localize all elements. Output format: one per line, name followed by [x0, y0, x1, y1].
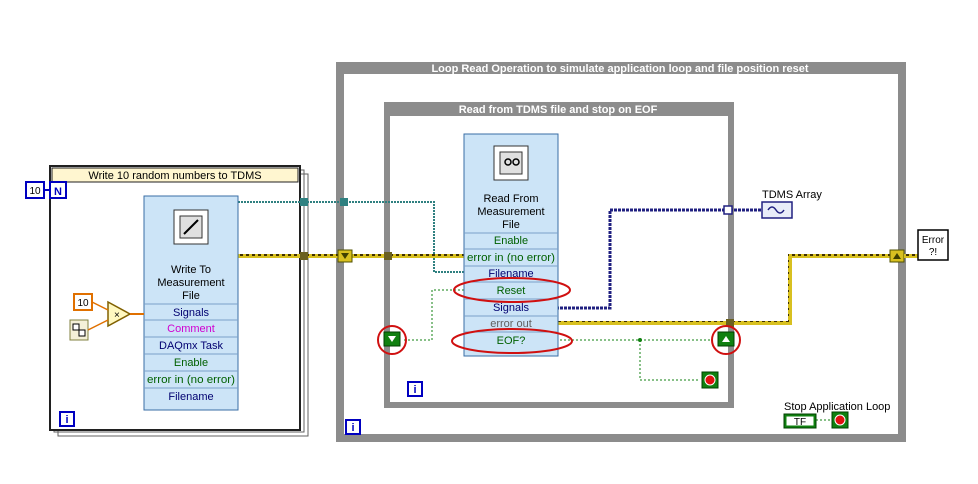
read-terminal-signals[interactable]: Signals — [493, 302, 530, 314]
write-terminal-daqmx[interactable]: DAQmx Task — [159, 340, 223, 352]
read-terminal-eof[interactable]: EOF? — [497, 335, 526, 347]
write-terminal-comment[interactable]: Comment — [167, 323, 215, 335]
loop-count-terminal[interactable]: 10 N — [25, 181, 67, 199]
random-number-icon[interactable] — [69, 319, 89, 341]
n-terminal-label: N — [54, 186, 62, 198]
eof-wire[interactable] — [556, 339, 700, 381]
read-terminal-reset[interactable]: Reset — [497, 285, 526, 297]
tdms-array-label: TDMS Array — [762, 189, 822, 201]
filename-tunnel-outer — [340, 198, 348, 206]
svg-text:10: 10 — [77, 298, 89, 309]
svg-text:i: i — [65, 414, 68, 426]
bool-constant-label: TF — [794, 417, 806, 428]
inner-loop-right-border — [728, 102, 734, 408]
error-tunnel-out-inner — [726, 319, 734, 327]
svg-text:i: i — [351, 422, 354, 434]
inner-loop-title-bar — [384, 102, 734, 116]
multiply-function[interactable]: × — [107, 300, 132, 328]
outer-stop-terminal[interactable] — [831, 411, 849, 429]
write-terminal-signals[interactable]: Signals — [173, 307, 210, 319]
write-terminal-enable[interactable]: Enable — [174, 357, 208, 369]
write-title-1: Write To — [171, 264, 211, 276]
write-terminal-filename[interactable]: Filename — [168, 391, 213, 403]
tdms-array-indicator[interactable]: TDMS Array — [761, 189, 822, 219]
inner-loop-iteration-terminal: i — [407, 381, 423, 397]
highlight-eof — [451, 328, 573, 354]
reset-wire[interactable] — [404, 289, 464, 341]
read-terminal-error-in[interactable]: error in (no error) — [467, 252, 555, 264]
write-title-2: Measurement — [157, 277, 224, 289]
filename-wire[interactable] — [238, 201, 464, 273]
filename-tunnel-for — [300, 198, 308, 206]
read-terminal-error-out[interactable]: error out — [490, 318, 532, 330]
read-title-1: Read From — [483, 193, 538, 205]
signals-indexing-tunnel — [723, 205, 733, 215]
highlight-right-shift-register — [711, 325, 741, 355]
error-tunnel-for — [300, 252, 308, 260]
read-from-measurement-file-node[interactable]: Read From Measurement File Enable error … — [463, 133, 559, 357]
write-terminal-error-in[interactable]: error in (no error) — [147, 374, 235, 386]
error-wire-out[interactable] — [556, 254, 892, 325]
loop-count-value: 10 — [29, 186, 41, 197]
for-loop-title: Write 10 random numbers to TDMS — [88, 170, 261, 182]
write-to-measurement-file-node[interactable]: Write To Measurement File Signals Commen… — [143, 195, 239, 411]
outer-loop-title-bar — [336, 62, 906, 74]
inner-loop-title: Read from TDMS file and stop on EOF — [459, 104, 658, 116]
signals-wire[interactable] — [556, 208, 762, 310]
read-title-2: Measurement — [477, 206, 544, 218]
inner-stop-terminal[interactable] — [701, 371, 719, 389]
write-title-3: File — [182, 290, 200, 302]
svg-text:Error: Error — [922, 235, 945, 246]
outer-loop-bottom-border — [336, 434, 906, 442]
for-loop-iteration-terminal: i — [59, 411, 75, 427]
multiplier-constant[interactable]: 10 — [73, 293, 93, 311]
error-handler-icon[interactable]: Error ?! — [917, 229, 949, 261]
for-loop-title-bar — [51, 167, 299, 183]
read-terminal-filename[interactable]: Filename — [488, 268, 533, 280]
svg-text:×: × — [114, 310, 120, 321]
outer-loop-title: Loop Read Operation to simulate applicat… — [431, 63, 808, 75]
svg-text:?!: ?! — [929, 247, 937, 258]
stop-application-loop-label: Stop Application Loop — [784, 401, 890, 413]
bool-shift-register-right[interactable] — [717, 331, 735, 347]
stop-application-loop-control[interactable]: Stop Application Loop TF — [783, 401, 890, 429]
outer-loop-iteration-terminal: i — [345, 419, 361, 435]
highlight-reset — [453, 277, 571, 303]
read-title-3: File — [502, 219, 520, 231]
svg-text:i: i — [413, 384, 416, 396]
read-terminal-enable[interactable]: Enable — [494, 235, 528, 247]
error-tunnel-inner — [384, 252, 392, 260]
inner-loop-bottom-border — [384, 402, 734, 408]
highlight-left-shift-register — [377, 325, 407, 355]
bool-shift-register-left[interactable] — [383, 331, 401, 347]
